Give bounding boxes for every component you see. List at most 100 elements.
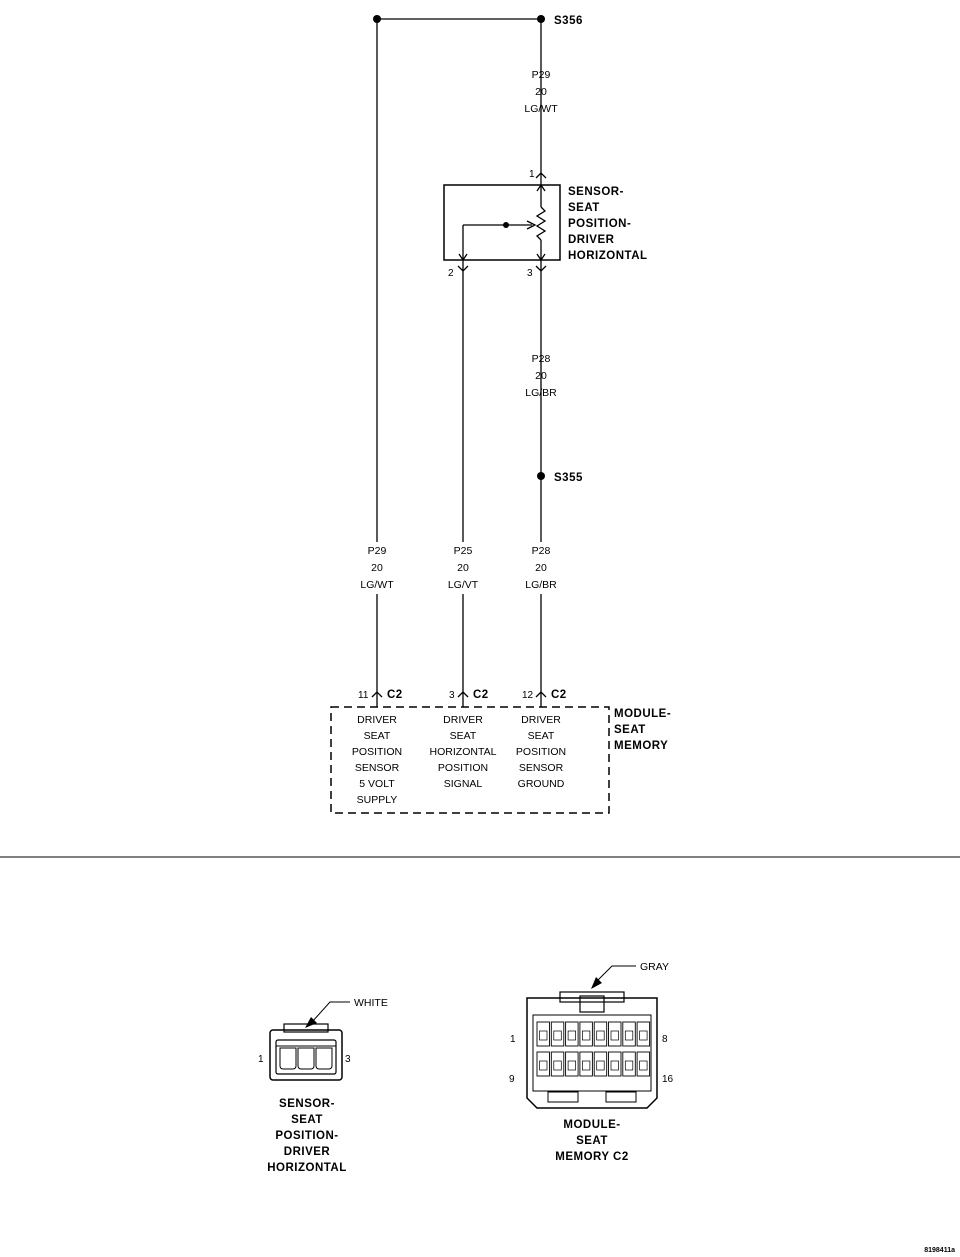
module-conn-terminal-5 [596, 1030, 605, 1041]
wire-3-circuit: P28 [532, 545, 551, 557]
pin-11-desc-1: DRIVER [357, 714, 397, 726]
wire-label-bg-1 [355, 542, 399, 594]
module-conn-cavity-3 [565, 1021, 579, 1047]
module-pin-12-conn: C2 [551, 689, 567, 701]
sensor-pin-2-label: 2 [448, 268, 454, 279]
module-label-line-2: SEAT [614, 724, 646, 736]
wire-2-gauge: 20 [457, 562, 469, 574]
module-conn-cavities [536, 1021, 651, 1077]
sensor-label-line-1: SENSOR- [568, 186, 624, 198]
module-conn-label-2: SEAT [576, 1135, 608, 1147]
module-conn-terminal-14 [610, 1060, 619, 1071]
pin-3-desc-2: SEAT [450, 730, 477, 742]
sensor-conn-cavity-2 [297, 1047, 315, 1070]
module-conn-latch [559, 991, 625, 1003]
sensor-conn-label-5: HORIZONTAL [267, 1162, 347, 1174]
pin-12-desc-1: DRIVER [521, 714, 561, 726]
module-conn-terminal-11 [567, 1060, 576, 1071]
pin-11-desc-6: SUPPLY [357, 794, 398, 806]
pot-arrow-top [536, 183, 546, 192]
wire-label-bg-2 [441, 542, 485, 594]
sensor-conn-pin-right: 3 [345, 1054, 351, 1065]
wire-top-circuit: P29 [532, 69, 551, 81]
pin-11-desc-3: POSITION [352, 746, 402, 758]
module-conn-cavity-10 [550, 1051, 565, 1077]
pin-11-desc-2: SEAT [364, 730, 391, 742]
module-conn-terminal-7 [624, 1030, 634, 1041]
pin-12-desc-4: SENSOR [519, 762, 564, 774]
module-conn-terminal-16 [639, 1060, 648, 1071]
module-conn-foot-left [547, 1091, 579, 1103]
wiper-junction-dot [503, 222, 509, 228]
wire-2-circuit: P25 [454, 545, 473, 557]
sensor-conn-label-3: POSITION- [275, 1130, 338, 1142]
sensor-label-line-5: HORIZONTAL [568, 250, 648, 262]
module-conn-terminal-15 [624, 1060, 634, 1071]
module-connector-view: GRAY 1 8 9 16 [509, 961, 674, 1109]
module-conn-cavity-14 [608, 1051, 622, 1077]
wire-2-color: LG/VT [448, 579, 479, 591]
pin-3-desc-4: POSITION [438, 762, 488, 774]
sensor-conn-label-1: SENSOR- [279, 1098, 335, 1110]
module-conn-cavity-9 [536, 1051, 550, 1077]
sensor-conn-color: WHITE [354, 997, 388, 1009]
sensor-body [443, 184, 561, 261]
sensor-connector-view: WHITE 1 3 [258, 997, 388, 1081]
wire-top-gauge: 20 [535, 86, 547, 98]
module-conn-body [526, 997, 658, 1109]
sensor-label-line-2: SEAT [568, 202, 600, 214]
wire-1-color: LG/WT [360, 579, 394, 591]
module-conn-terminal-8 [639, 1030, 648, 1041]
module-conn-terminal-12 [582, 1060, 591, 1071]
sensor-conn-latch [283, 1023, 329, 1033]
module-conn-cavity-11 [565, 1051, 579, 1077]
pin-12-desc-3: POSITION [516, 746, 566, 758]
wire-label-bg-3 [519, 542, 563, 594]
module-pin-12-num: 12 [522, 690, 534, 701]
sensor-conn-leader [311, 1001, 350, 1023]
module-conn-pin-16: 16 [662, 1074, 674, 1085]
module-conn-leader [597, 965, 636, 981]
pin-11-desc-4: SENSOR [355, 762, 400, 774]
figure-id: 8198411a [924, 1247, 955, 1254]
module-conn-terminal-13 [596, 1060, 605, 1071]
module-conn-cavity-15 [622, 1051, 636, 1077]
wire-mid-circuit: P28 [532, 353, 551, 365]
module-conn-inner [532, 1014, 652, 1092]
module-conn-terminal-6 [610, 1030, 619, 1041]
pin-12-desc-5: GROUND [518, 778, 565, 790]
module-pin-11-num: 11 [358, 690, 369, 701]
sensor-conn-label-4: DRIVER [284, 1146, 331, 1158]
module-conn-latch-tab [579, 995, 605, 1013]
module-label-line-1: MODULE- [614, 708, 671, 720]
sensor-conn-cavity-1 [279, 1047, 297, 1070]
wire-3-color: LG/BR [525, 579, 557, 591]
splice-label-s355: S355 [554, 472, 583, 484]
resistor-zigzag [535, 206, 547, 241]
wire-1-circuit: P29 [368, 545, 387, 557]
module-label-line-3: MEMORY [614, 740, 668, 752]
module-conn-cavity-13 [593, 1051, 608, 1077]
sensor-conn-cavity-frame [275, 1039, 337, 1075]
module-conn-terminal-9 [539, 1060, 548, 1071]
sensor-pin-1-label: 1 [529, 169, 535, 180]
module-conn-color: GRAY [640, 961, 669, 973]
pin-3-desc-5: SIGNAL [444, 778, 483, 790]
module-conn-terminal-2 [553, 1030, 562, 1041]
module-conn-pin-8: 8 [662, 1034, 668, 1045]
sensor-conn-leader-arrow [305, 1017, 317, 1028]
module-conn-terminal-10 [553, 1060, 562, 1071]
module-conn-cavity-16 [636, 1051, 651, 1077]
sensor-conn-cavity-3 [315, 1047, 333, 1070]
module-conn-label-3: MEMORY C2 [555, 1151, 629, 1163]
module-conn-cavity-8 [636, 1021, 651, 1047]
module-conn-cavity-5 [593, 1021, 608, 1047]
wire-1-gauge: 20 [371, 562, 383, 574]
sensor-label-line-3: POSITION- [568, 218, 631, 230]
module-conn-terminal-1 [539, 1030, 548, 1041]
pin-3-desc-3: HORIZONTAL [430, 746, 497, 758]
module-pin-3-conn: C2 [473, 689, 489, 701]
wire-mid-color: LG/BR [525, 387, 557, 399]
splice-label-s356: S356 [554, 15, 583, 27]
